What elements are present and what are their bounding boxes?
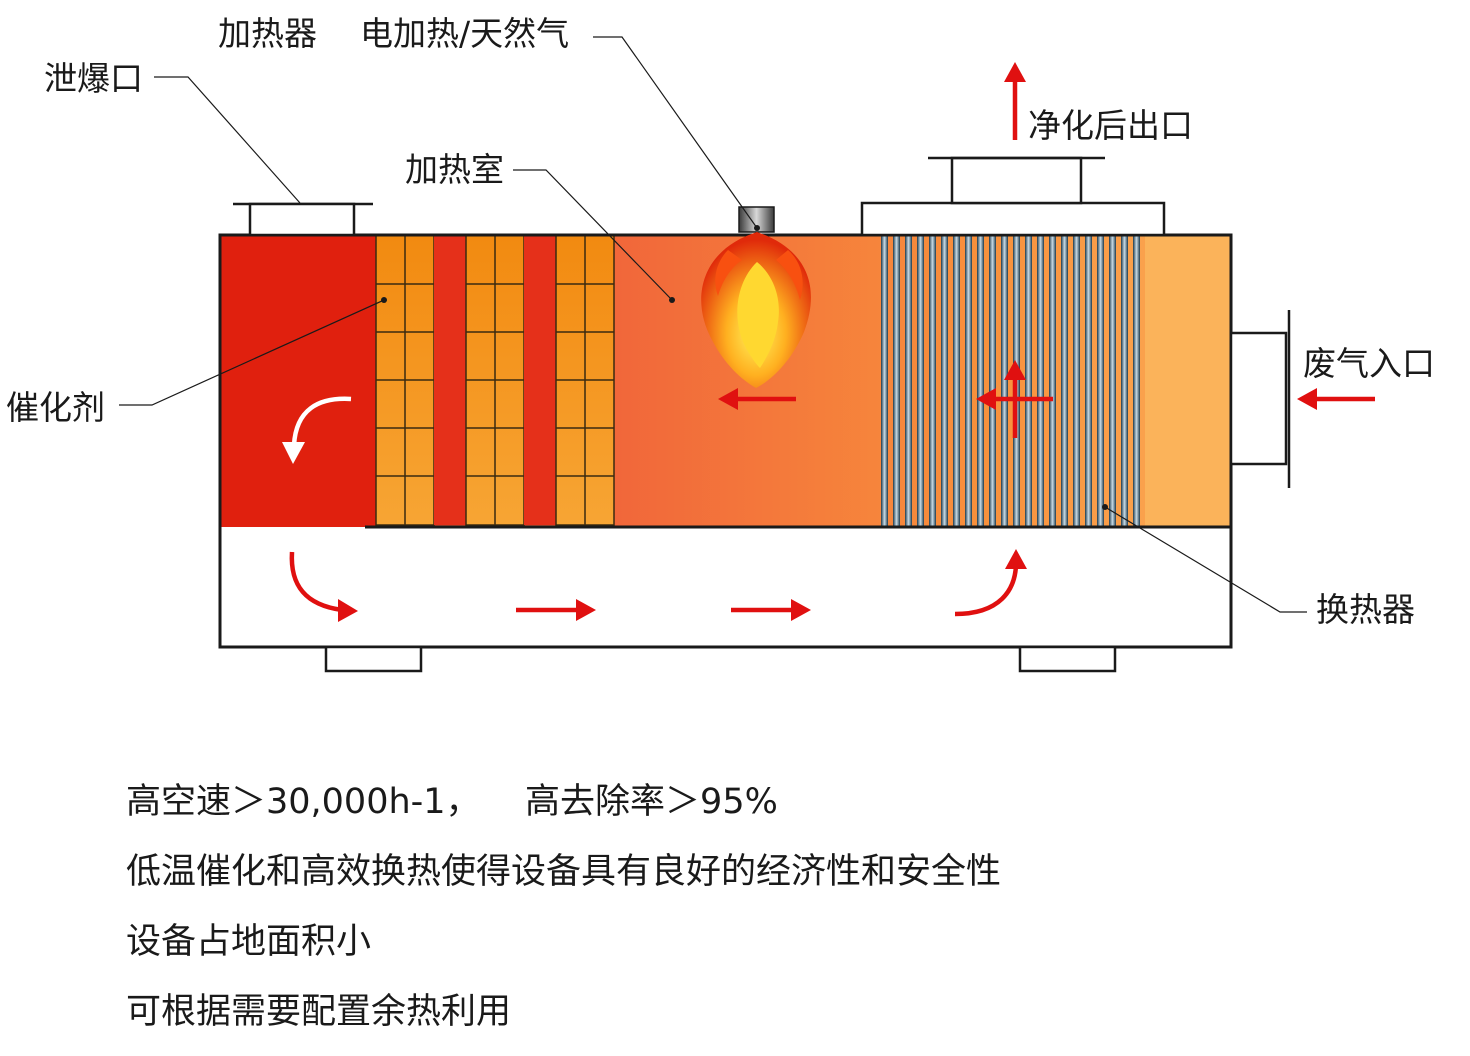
explosion-vent bbox=[233, 202, 373, 237]
catalyst-blocks bbox=[375, 234, 615, 526]
exchanger-tube bbox=[977, 236, 984, 526]
exchanger-tube bbox=[881, 236, 888, 526]
catalyst-flow-arrow bbox=[291, 396, 352, 446]
exchanger-tube bbox=[1025, 236, 1032, 526]
label-heat-source: 电加热/天然气 bbox=[360, 14, 569, 53]
flame-icon bbox=[701, 232, 811, 388]
exchanger-tube bbox=[953, 236, 960, 526]
feature-item: 低温催化和高效换热使得设备具有良好的经济性和安全性 bbox=[126, 852, 1002, 892]
support-foot-right bbox=[1018, 645, 1117, 673]
label-heat-exchanger: 换热器 bbox=[1316, 590, 1415, 629]
leader-heating-chamber bbox=[513, 169, 673, 301]
leader-heat-exchanger bbox=[1104, 506, 1307, 613]
exchanger-tube bbox=[1109, 236, 1116, 526]
leader-catalyst bbox=[119, 299, 385, 406]
catalytic-combustion-diagram: 加热器 电加热/天然气 泄爆口 加热室 净化后出口 催化剂 废气入口 换热器 bbox=[6, 14, 1435, 673]
leader-heat-source bbox=[593, 36, 758, 229]
exchanger-tube bbox=[989, 236, 996, 526]
label-explosion-vent: 泄爆口 bbox=[44, 59, 143, 98]
exchanger-tube bbox=[1133, 236, 1140, 526]
exchanger-tube bbox=[893, 236, 900, 526]
label-exhaust-inlet: 废气入口 bbox=[1303, 344, 1435, 383]
feature-list: 高空速＞30,000h-1， 高去除率＞95% 低温催化和高效换热使得设备具有良… bbox=[126, 776, 1001, 1056]
exhaust-inlet-duct bbox=[1229, 310, 1291, 488]
exchanger-tube bbox=[1037, 236, 1044, 526]
feature-item: 可根据需要配置余热利用 bbox=[126, 992, 512, 1032]
exchanger-tube bbox=[917, 236, 924, 526]
exchanger-tube bbox=[941, 236, 948, 526]
exchanger-tube bbox=[1061, 236, 1068, 526]
exchanger-tube bbox=[1121, 236, 1128, 526]
clean-outlet-stack bbox=[860, 156, 1166, 237]
label-heating-chamber: 加热室 bbox=[405, 150, 504, 189]
exchanger-tube bbox=[1049, 236, 1056, 526]
exchanger-tube bbox=[1097, 236, 1104, 526]
label-clean-outlet: 净化后出口 bbox=[1028, 106, 1193, 145]
duct-turn-arrow-left bbox=[289, 551, 343, 613]
leader-explosion-vent bbox=[154, 76, 301, 204]
exchanger-tube bbox=[1085, 236, 1092, 526]
exchanger-tube bbox=[1001, 236, 1008, 526]
exchanger-tube bbox=[905, 236, 912, 526]
inlet-zone bbox=[1145, 235, 1231, 527]
duct-turn-arrow-right bbox=[954, 564, 1019, 617]
catalyst-chamber bbox=[220, 235, 376, 527]
feature-item: 设备占地面积小 bbox=[126, 922, 372, 962]
exchanger-tube bbox=[929, 236, 936, 526]
label-heater: 加热器 bbox=[218, 14, 317, 53]
exchanger-tube bbox=[1073, 236, 1080, 526]
label-catalyst: 催化剂 bbox=[6, 388, 105, 427]
feature-item: 高空速＞30,000h-1， 高去除率＞95% bbox=[126, 782, 778, 822]
exchanger-tube bbox=[965, 236, 972, 526]
support-foot-left bbox=[324, 645, 423, 673]
